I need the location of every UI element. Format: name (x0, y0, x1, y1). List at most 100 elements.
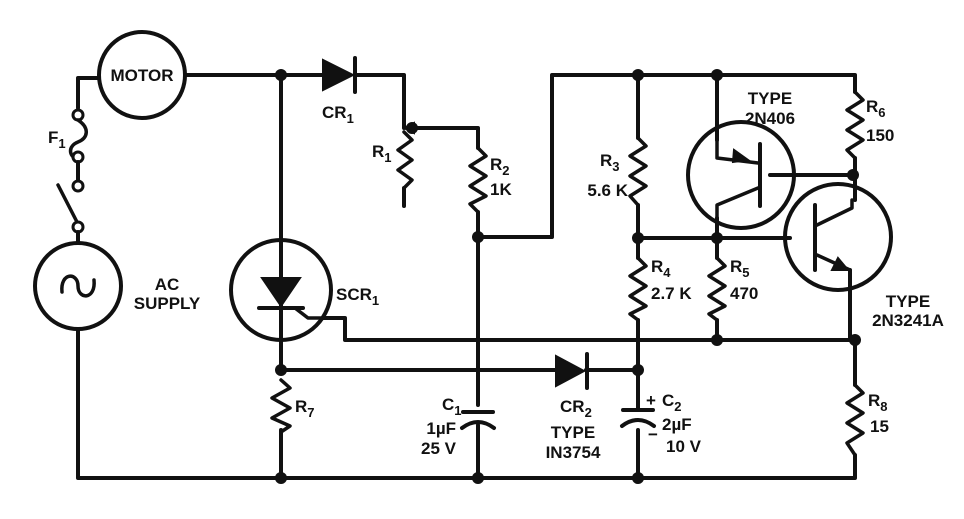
ac-label-line2: SUPPLY (134, 294, 201, 313)
wire-gate (308, 316, 856, 342)
resistor-zigzag (270, 378, 292, 434)
junction-dot (847, 169, 859, 181)
junction-dot (849, 334, 861, 346)
sine-wave-icon (60, 274, 96, 298)
c1-ref: C1 (442, 395, 462, 418)
cr2-ref: CR2 (560, 397, 592, 420)
scr1-ref: SCR1 (336, 285, 379, 308)
cr2-type-label: TYPE (551, 423, 595, 442)
cap-plate-bottom (460, 420, 496, 430)
diode-triangle (555, 354, 587, 388)
r8-value: 15 (870, 417, 889, 436)
collector-lead (715, 186, 760, 220)
c2-plus: + (646, 391, 656, 410)
q1-type-label: TYPE (748, 89, 792, 108)
motor-label: MOTOR (111, 66, 174, 85)
r6-value: 150 (866, 126, 894, 145)
c1-value: 1µF (426, 419, 456, 438)
c2-ref: C2 (662, 391, 682, 414)
c1-voltage: 25 V (421, 439, 457, 458)
wire-upper-rail (476, 73, 857, 239)
resistor-zigzag (628, 136, 648, 207)
transistor-envelope (686, 120, 796, 230)
r4-value: 2.7 K (651, 284, 692, 303)
junction-dot (472, 472, 484, 484)
r2-value: 1K (490, 180, 512, 199)
c2-voltage: 10 V (666, 437, 702, 456)
r4-ref: R4 (651, 257, 671, 280)
cap-plate-bottom (620, 418, 656, 428)
scr1: SCR1 (229, 238, 379, 342)
resistor-zigzag (628, 256, 648, 322)
diode-cr1: CR1 (322, 56, 357, 126)
junction-dot (632, 472, 644, 484)
diode-triangle (322, 58, 356, 92)
q2-part-number: 2N3241A (872, 311, 944, 330)
ac-supply: AC SUPPLY (33, 241, 201, 331)
resistor-r3: R3 5.6 K (587, 136, 648, 207)
junction-dot (711, 69, 723, 81)
junction-dot (711, 232, 723, 244)
wire-q2-emitter (848, 268, 857, 342)
wire-fuse-motor (76, 76, 102, 110)
resistor-r8: R8 15 (845, 383, 889, 457)
fuse-ref: F1 (48, 128, 66, 151)
wire-ground-rail (76, 316, 857, 480)
r5-value: 470 (730, 284, 758, 303)
switch-terminal (71, 179, 85, 193)
capacitor-c2: + − C2 2µF 10 V (620, 391, 702, 456)
wire-wiper-r2 (410, 126, 480, 150)
resistor-r1: R1 (372, 121, 415, 190)
resistor-r4: R4 2.7 K (628, 256, 692, 322)
junction-dot (472, 231, 484, 243)
r5-ref: R5 (730, 257, 750, 280)
motor: MOTOR (97, 30, 187, 120)
resistor-zigzag (468, 146, 488, 214)
transistor-q1: TYPE 2N406 (686, 89, 796, 230)
r8-ref: R8 (868, 391, 888, 414)
emitter-arrow (731, 148, 751, 164)
c2-value: 2µF (662, 415, 692, 434)
ac-label-line1: AC (155, 275, 180, 294)
motor-symbol (97, 30, 187, 120)
junction-dot (711, 334, 723, 346)
junctions (275, 69, 861, 484)
r3-value: 5.6 K (587, 181, 628, 200)
collector-lead (815, 198, 854, 227)
resistor-zigzag (845, 90, 865, 160)
resistor-zigzag (707, 256, 727, 322)
junction-dot (632, 364, 644, 376)
resistor-r7: R7 (270, 378, 315, 434)
cr2-part-number: IN3754 (546, 443, 601, 462)
cr1-ref: CR1 (322, 103, 354, 126)
resistor-zigzag (396, 130, 414, 190)
transistor-q2: TYPE 2N3241A (783, 182, 944, 330)
wire-cr1-r1 (353, 73, 406, 130)
wiper-arrow (401, 121, 415, 135)
r6-ref: R6 (866, 97, 886, 120)
junction-dot (275, 472, 287, 484)
wires (76, 73, 857, 480)
resistor-r2: R2 1K (468, 146, 512, 214)
c2-minus: − (648, 425, 658, 444)
transistor-envelope (783, 182, 893, 292)
q2-type-label: TYPE (886, 292, 930, 311)
r3-ref: R3 (600, 151, 620, 174)
junction-dot (632, 232, 644, 244)
fuse-f1: F1 (48, 108, 88, 193)
switch-blade (56, 183, 79, 224)
q1-part-number: 2N406 (745, 109, 795, 128)
r7-ref: R7 (295, 397, 315, 420)
scr-triangle (260, 277, 302, 308)
junction-dot (275, 69, 287, 81)
emitter-arrow (830, 256, 851, 271)
diode-cr2: CR2 TYPE IN3754 (546, 352, 601, 462)
resistor-r5: R5 470 (707, 256, 758, 322)
resistor-r6: R6 150 (845, 90, 894, 160)
junction-dot (632, 69, 644, 81)
capacitor-c1: C1 1µF 25 V (421, 395, 496, 458)
r1-ref: R1 (372, 142, 392, 165)
switch (56, 183, 85, 246)
junction-dot (275, 364, 287, 376)
